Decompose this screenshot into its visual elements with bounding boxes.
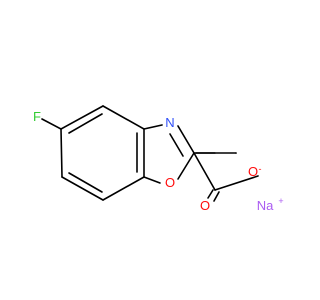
atom-anionic-oxygen: O xyxy=(248,164,258,179)
bond-c8-c9 xyxy=(61,176,104,201)
bond-c-o-double-a xyxy=(207,189,214,199)
bond-n-c2 xyxy=(177,125,195,154)
bond-n-c2-inner xyxy=(169,133,184,157)
bond-c7a-c4 xyxy=(102,105,145,130)
atom-sodium: Na xyxy=(257,198,274,213)
atom-carbonyl-oxygen: O xyxy=(200,198,210,213)
atom-nitrogen: N xyxy=(165,115,174,130)
structure-canvas: F N O O O - Na + xyxy=(33,105,284,213)
bond-ch2-c xyxy=(193,152,216,191)
bond-c9-c3a xyxy=(102,176,145,201)
atom-labels: F N O O O - Na + xyxy=(33,109,284,213)
bond-c2-o1 xyxy=(177,152,195,180)
atom-fluorine: F xyxy=(33,109,41,124)
bond-c4-c5 xyxy=(60,105,104,130)
bond-c5-f xyxy=(41,118,62,130)
bond-c-o-anion xyxy=(214,175,259,191)
bond-c7-c8 xyxy=(60,128,63,178)
atom-ring-oxygen: O xyxy=(165,175,175,190)
bond-c8-c9-inner xyxy=(68,172,103,193)
bonds xyxy=(41,105,259,202)
bond-c-o-double-b xyxy=(213,191,220,202)
bond-c7a-n xyxy=(143,124,163,130)
bond-o1-c3a xyxy=(143,176,161,184)
cation-charge: + xyxy=(278,196,283,206)
bond-c4-c5-inner xyxy=(68,113,103,134)
anion-charge: - xyxy=(259,164,262,174)
